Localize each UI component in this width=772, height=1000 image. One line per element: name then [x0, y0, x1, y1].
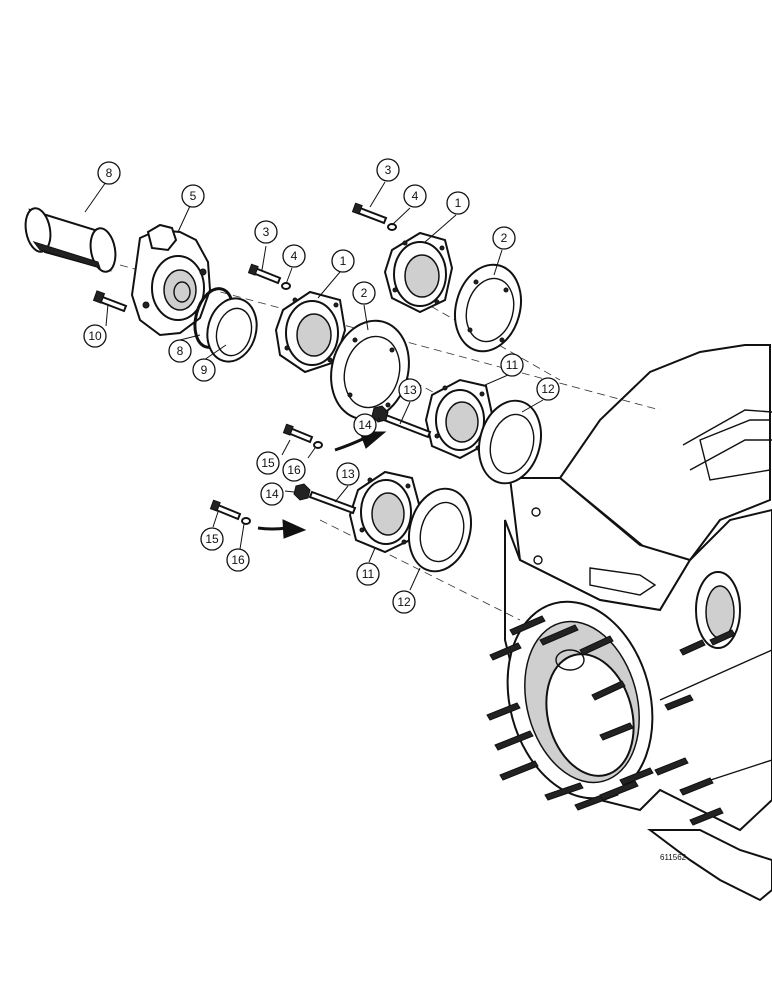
callout-4: 4 — [282, 244, 306, 268]
part-5-bearing-housing — [130, 223, 212, 337]
callout-label: 8 — [177, 344, 184, 358]
callout-14: 14 — [260, 482, 284, 506]
callout-12: 12 — [392, 590, 416, 614]
callout-label: 12 — [541, 382, 555, 396]
part-11-retainer-lower — [348, 470, 422, 554]
leader-lines — [84, 181, 544, 591]
callout-label: 11 — [362, 567, 375, 581]
callout-label: 5 — [190, 189, 197, 203]
part-15-bolt-upper — [282, 423, 314, 444]
callout-8: 8 — [168, 339, 192, 363]
part-16-washer-upper — [313, 441, 323, 449]
callout-6: 8 — [97, 161, 121, 185]
callout-label: 10 — [88, 329, 102, 343]
part-4-washer-right — [387, 223, 397, 231]
part-13-stud-lower — [308, 490, 357, 515]
callout-3: 3 — [376, 158, 400, 182]
part-15-bolt-lower — [209, 499, 242, 521]
callout-13: 13 — [398, 378, 422, 402]
callout-15: 15 — [256, 451, 280, 475]
callout-label: 9 — [201, 363, 208, 377]
part-13-stud-upper — [382, 413, 432, 439]
callout-label: 4 — [412, 189, 419, 203]
callout-15: 15 — [200, 527, 224, 551]
callout-1: 1 — [446, 191, 470, 215]
transmission-housing — [486, 344, 772, 902]
callout-2: 2 — [352, 281, 376, 305]
callout-16: 16 — [282, 458, 306, 482]
callout-label: 13 — [403, 383, 417, 397]
part-16-washer-lower — [241, 517, 251, 525]
callout-11: 11 — [500, 353, 524, 377]
callout-label: 12 — [397, 595, 411, 609]
callout-3: 3 — [254, 220, 278, 244]
part-12-gasket-upper — [478, 399, 542, 485]
callout-label: 1 — [455, 196, 462, 210]
callout-label: 3 — [263, 225, 270, 239]
callout-label: 15 — [261, 456, 275, 470]
callout-11: 11 — [356, 562, 380, 586]
part-9-ring — [206, 297, 258, 363]
callout-14: 14 — [353, 413, 377, 437]
callout-13: 13 — [336, 462, 360, 486]
part-6-sleeve — [24, 207, 117, 273]
part-1-retainer-left — [274, 290, 347, 374]
callout-label: 13 — [341, 467, 355, 481]
part-3-bolt-right — [351, 202, 388, 225]
callout-label: 2 — [361, 286, 368, 300]
callout-label: 14 — [265, 487, 279, 501]
callout-label: 8 — [106, 166, 113, 180]
part-1-retainer-right — [383, 231, 454, 314]
part-12-gasket-lower — [408, 487, 472, 573]
callout-label: 2 — [501, 231, 508, 245]
callout-label: 3 — [385, 163, 392, 177]
part-3-bolt-left — [247, 263, 282, 285]
callout-5: 5 — [181, 184, 205, 208]
part-10-bolt — [92, 290, 128, 313]
curved-arrow-lower — [257, 519, 307, 539]
callout-label: 16 — [231, 553, 245, 567]
callout-label: 11 — [506, 358, 519, 372]
callout-12: 12 — [536, 377, 560, 401]
callout-label: 1 — [340, 254, 347, 268]
part-2-gasket-right — [454, 263, 522, 353]
callout-2: 2 — [492, 226, 516, 250]
callout-label: 16 — [287, 463, 301, 477]
callout-label: 4 — [291, 249, 298, 263]
callout-1: 1 — [331, 249, 355, 273]
callout-9: 9 — [192, 358, 216, 382]
callout-label: 15 — [205, 532, 219, 546]
part-14-nut-lower — [293, 483, 311, 501]
callout-4: 4 — [403, 184, 427, 208]
reference-number: 611562 — [660, 853, 687, 862]
callout-label: 14 — [358, 418, 372, 432]
callout-16: 16 — [226, 548, 250, 572]
callout-10: 10 — [83, 324, 107, 348]
